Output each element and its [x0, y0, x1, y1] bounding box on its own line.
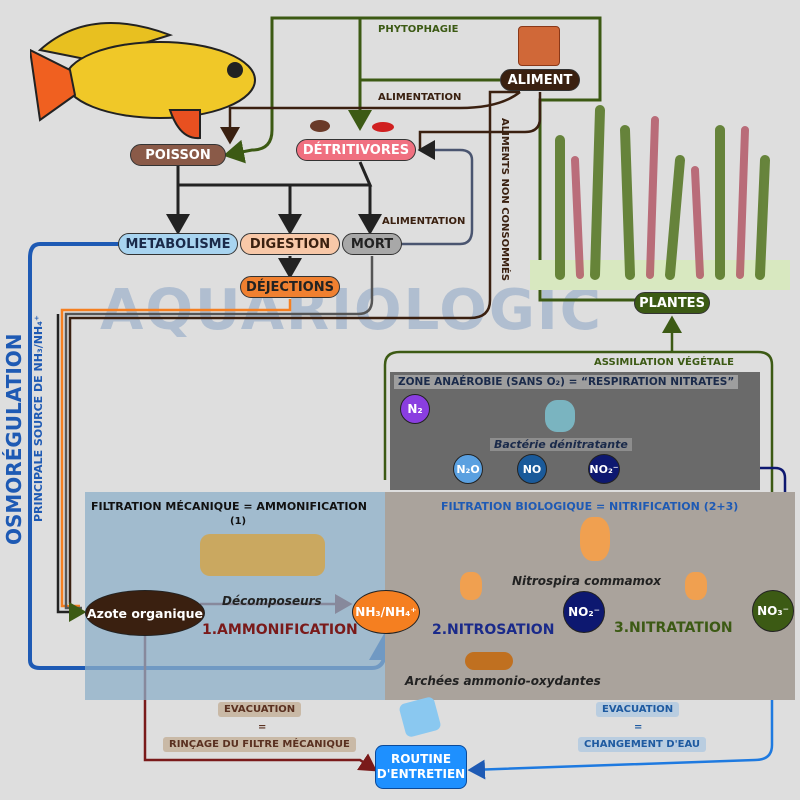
no3-node: NO₃⁻ [752, 590, 794, 632]
alimentation-label-2: ALIMENTATION [382, 216, 466, 227]
osmoregulation-label: OSMORÉGULATION [2, 333, 26, 545]
diver-bacteria-icon [545, 400, 575, 432]
equals-left: = [258, 722, 267, 733]
nitrospira-illustration [580, 517, 610, 561]
changement-label: CHANGEMENT D'EAU [578, 737, 707, 752]
poisson-node: POISSON [130, 144, 226, 166]
fish-illustration [30, 22, 256, 140]
aliments-non-consommes-label: ALIMENTS NON CONSOMMÉS [499, 118, 510, 282]
nitratation-step: 3.NITRATATION [614, 620, 733, 636]
no2-anaerobic-node: NO₂⁻ [588, 454, 620, 484]
biological-title: FILTRATION BIOLOGIQUE = NITRIFICATION (2… [441, 500, 739, 513]
plants-illustration [530, 105, 790, 290]
shrimp-icon [372, 122, 394, 132]
archees-label: Archées ammonio-oxydantes [405, 674, 601, 688]
evacuation-left-label: EVACUATION [218, 702, 302, 717]
evacuation-right-label: EVACUATION [596, 702, 680, 717]
phytophagie-label: PHYTOPHAGIE [378, 24, 459, 35]
source-label: PRINCIPALE SOURCE DE NH₃/NH₄⁺ [32, 315, 45, 522]
equals-right: = [634, 722, 643, 733]
decomposeurs-label: Décomposeurs [222, 594, 322, 608]
routine-entretien-button[interactable]: ROUTINE D'ENTRETIEN [375, 745, 467, 789]
n2-node: N₂ [400, 394, 430, 424]
decomposer-illustration [200, 534, 325, 576]
assimilation-label: ASSIMILATION VÉGÉTALE [594, 357, 734, 368]
nitrospira-label: Nitrospira commamox [512, 574, 662, 588]
archaea-icons [465, 652, 513, 670]
detritivore-icons [310, 120, 330, 132]
nh3-nh4-node: NH₃/NH₄⁺ [352, 590, 420, 634]
bacteria-label: Bactérie dénitratante [490, 438, 632, 451]
ammonification-step: 1.AMMONIFICATION [202, 622, 358, 638]
plantes-node: PLANTES [634, 292, 710, 314]
alimentation-label-1: ALIMENTATION [378, 92, 462, 103]
aliment-node: ALIMENT [500, 69, 580, 91]
mort-node: MORT [342, 233, 402, 255]
anaerobic-title: ZONE ANAÉROBIE (SANS O₂) = “RESPIRATION … [394, 375, 739, 389]
azote-organique-node: Azote organique [85, 590, 205, 636]
dejections-node: DÉJECTIONS [240, 276, 340, 298]
no2-node: NO₂⁻ [563, 591, 605, 633]
worm-icon-right [685, 572, 707, 600]
mechanical-number: (1) [230, 516, 247, 527]
nitrosation-step: 2.NITROSATION [432, 622, 555, 638]
metabolisme-node: METABOLISME [118, 233, 238, 255]
n2o-node: N₂O [453, 454, 483, 484]
rincage-label: RINÇAGE DU FILTRE MÉCANIQUE [163, 737, 356, 752]
mechanical-title: FILTRATION MÉCANIQUE = AMMONIFICATION [91, 500, 367, 513]
worm-icon-left [460, 572, 482, 600]
anaerobic-zone: ZONE ANAÉROBIE (SANS O₂) = “RESPIRATION … [390, 372, 760, 490]
food-image [518, 26, 560, 66]
digestion-node: DIGESTION [240, 233, 340, 255]
no-node: NO [517, 454, 547, 484]
detritivores-node: DÉTRITIVORES [296, 139, 416, 161]
